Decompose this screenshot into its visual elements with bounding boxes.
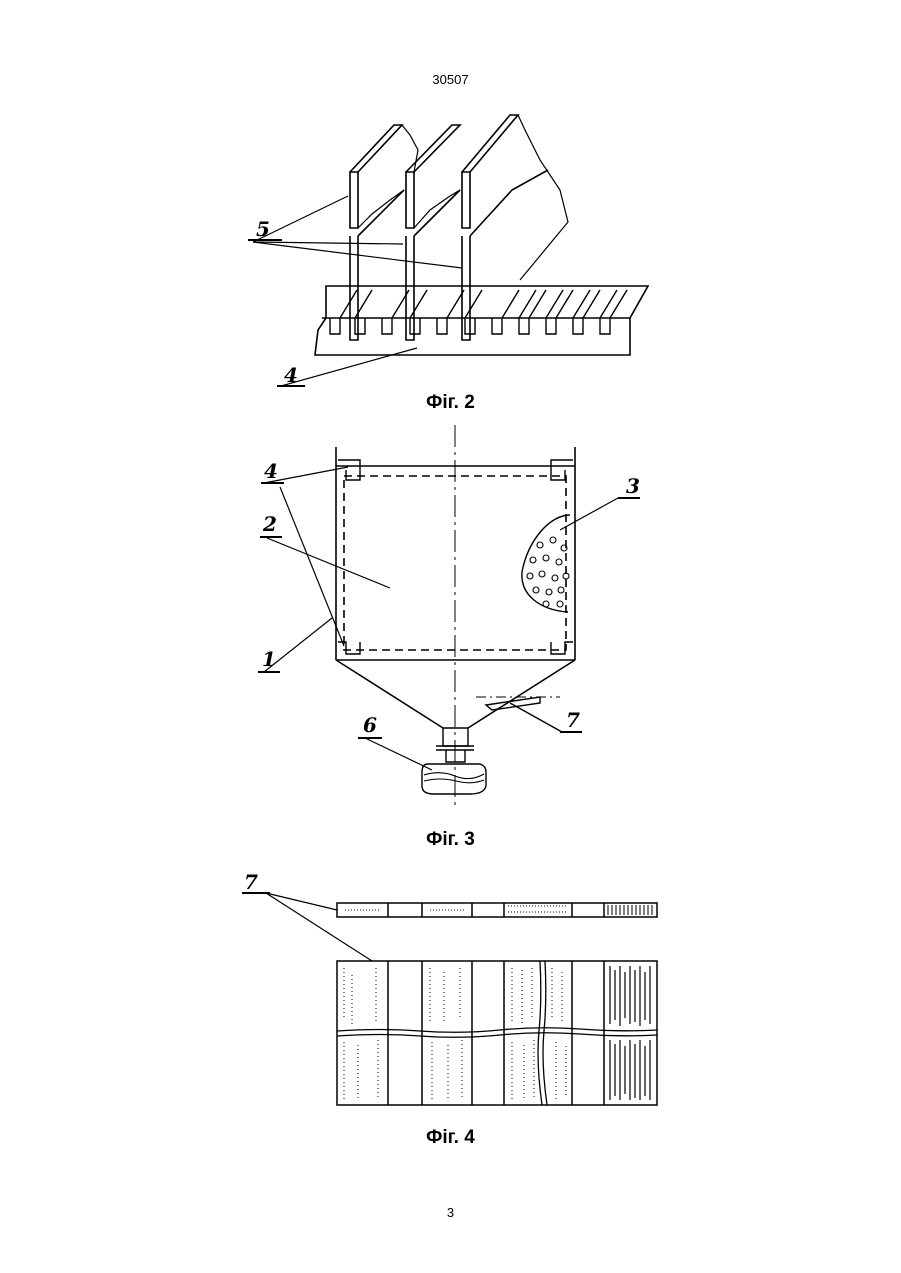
- page-number: 3: [0, 1205, 901, 1220]
- figure-4-drawing: 7: [0, 0, 901, 1120]
- plate-front-view: [337, 961, 657, 1105]
- plate-side-view: [337, 903, 657, 917]
- figure-4-caption: Фіг. 4: [0, 1127, 901, 1149]
- fig4-label-7: 7: [244, 870, 258, 894]
